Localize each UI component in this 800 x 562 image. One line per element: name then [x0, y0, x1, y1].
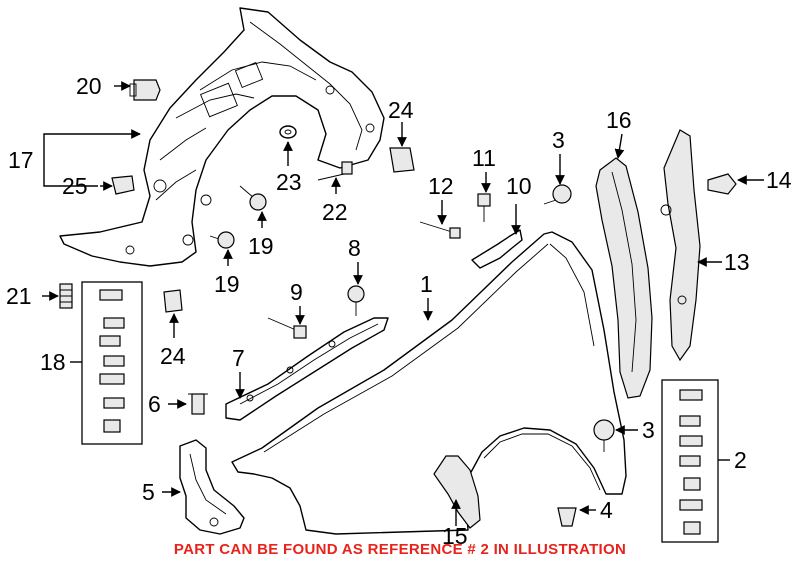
upper-rail-bracket [225, 317, 389, 421]
callout-17: 17 [8, 147, 34, 173]
bolt-11 [477, 193, 491, 222]
mount-bracket [471, 229, 523, 269]
callout-16: 16 [606, 107, 632, 133]
nut-25 [111, 175, 135, 195]
fastener-20 [129, 79, 161, 101]
callout-18: 18 [40, 349, 66, 375]
callout-23: 23 [276, 169, 302, 195]
nut-24-upper [389, 147, 415, 173]
nut-24-lower [163, 289, 183, 313]
callout-19-lower: 19 [214, 271, 240, 297]
callout-2: 2 [734, 447, 747, 473]
callout-20: 20 [76, 73, 102, 99]
callout-24-upper: 24 [388, 97, 414, 123]
callout-11: 11 [472, 145, 496, 171]
wheelhouse-liner [59, 7, 385, 267]
callout-6: 6 [148, 391, 161, 417]
bolt-22 [317, 161, 353, 181]
callout-15: 15 [442, 523, 468, 549]
leader-lines [42, 81, 764, 526]
bolt-19-upper [239, 185, 267, 211]
bolt-21 [59, 283, 73, 309]
callout-25: 25 [62, 173, 88, 199]
clip-14 [707, 173, 737, 195]
clip-4 [557, 507, 577, 527]
front-fender [231, 231, 627, 535]
bolt-9 [267, 317, 307, 339]
lower-bracket [179, 439, 245, 535]
callout-14: 14 [766, 167, 792, 193]
bolt-3-lower [593, 419, 615, 452]
callout-24-lower: 24 [160, 343, 186, 369]
callout-labels: 17 25 20 23 24 22 19 19 21 24 18 12 11 1… [6, 73, 792, 549]
callout-8: 8 [348, 235, 361, 261]
callout-10: 10 [506, 173, 532, 199]
washer-23 [279, 125, 297, 139]
callout-5: 5 [142, 479, 155, 505]
bolt-6 [188, 393, 208, 415]
callout-13: 13 [724, 249, 750, 275]
callout-7: 7 [232, 345, 245, 371]
callout-3-lower: 3 [642, 417, 655, 443]
bolt-12 [419, 221, 461, 239]
callout-4: 4 [600, 497, 613, 523]
callout-19-upper: 19 [248, 233, 274, 259]
bolt-19-lower [209, 231, 235, 249]
bolt-3-upper [543, 184, 572, 205]
fender-seal [595, 157, 653, 399]
bolt-8 [347, 285, 365, 316]
callout-21: 21 [6, 283, 32, 309]
callout-12: 12 [428, 173, 454, 199]
callout-1: 1 [420, 271, 433, 297]
hardware-kit-2 [661, 379, 719, 543]
hardware-kit-18 [81, 281, 143, 445]
callout-3-upper: 3 [552, 127, 565, 153]
reference-note: PART CAN BE FOUND AS REFERENCE # 2 IN IL… [174, 541, 626, 558]
callout-9: 9 [290, 279, 303, 305]
side-bracket [660, 129, 701, 362]
callout-22: 22 [322, 199, 348, 225]
